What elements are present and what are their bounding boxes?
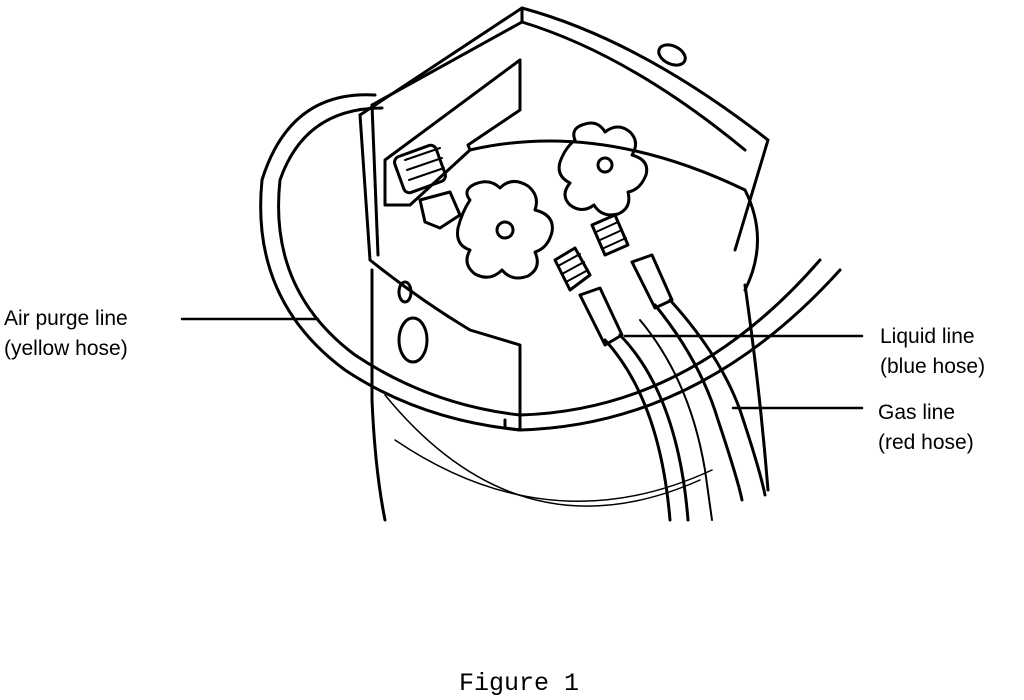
valve-guard-collar bbox=[358, 6, 770, 432]
figure-caption: Figure 1 bbox=[459, 669, 580, 698]
purge-fitting bbox=[393, 143, 462, 230]
gas-line-subtitle: (red hose) bbox=[878, 431, 974, 454]
liquid-valve-handwheel bbox=[456, 180, 554, 280]
air-purge-line-subtitle: (yellow hose) bbox=[4, 337, 128, 360]
liquid-line-label: Liquid line (blue hose) bbox=[880, 322, 985, 382]
cylinder-body bbox=[370, 268, 770, 522]
air-purge-line-label: Air purge line (yellow hose) bbox=[4, 304, 128, 364]
liquid-line-subtitle: (blue hose) bbox=[880, 355, 986, 378]
valve-fittings bbox=[553, 213, 674, 347]
collar-hole-side bbox=[397, 316, 429, 364]
gas-line-label: Gas line (red hose) bbox=[878, 398, 974, 458]
air-purge-hose bbox=[259, 93, 842, 432]
leader-lines bbox=[180, 317, 864, 410]
gas-valve-handwheel bbox=[557, 121, 649, 217]
collar-hole-top bbox=[657, 43, 687, 67]
air-purge-line-title: Air purge line bbox=[4, 307, 128, 330]
hoses bbox=[603, 298, 767, 522]
cylinder-top bbox=[468, 139, 759, 292]
liquid-line-title: Liquid line bbox=[880, 325, 975, 348]
gas-line-title: Gas line bbox=[878, 401, 956, 424]
collar-hole-side-small bbox=[397, 280, 413, 304]
